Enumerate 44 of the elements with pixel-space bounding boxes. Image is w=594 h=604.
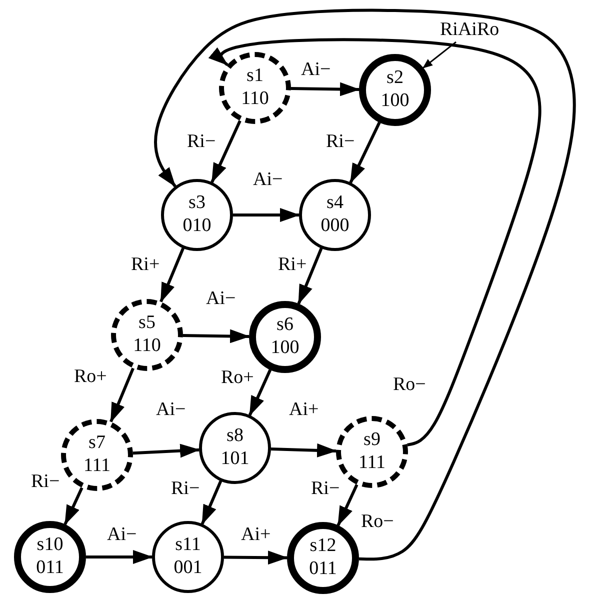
state-name: s9 <box>364 429 380 452</box>
state-code: 110 <box>133 335 161 358</box>
transition-arrow <box>182 329 250 344</box>
state-code: 001 <box>174 557 202 580</box>
transition-arrow <box>290 82 360 96</box>
state-code: 110 <box>241 88 269 111</box>
transition-arrow <box>270 443 338 458</box>
transition-arrow <box>64 487 84 526</box>
state-name: s12 <box>310 535 336 558</box>
transition-arrow <box>224 550 288 565</box>
state-name: s1 <box>246 65 264 88</box>
state-code: 111 <box>358 452 386 475</box>
transition-arrow <box>233 208 300 222</box>
transition-arrow <box>336 484 358 526</box>
state-code: 000 <box>320 215 350 238</box>
state-name: s4 <box>326 192 344 215</box>
transition-arrow <box>297 248 323 305</box>
state-name: s10 <box>36 534 64 557</box>
state-code: 010 <box>182 215 212 238</box>
state-name: s6 <box>276 314 294 337</box>
state-name: s8 <box>226 425 244 448</box>
transition-arrow <box>248 369 272 416</box>
leader-line <box>422 41 457 68</box>
transition-arrow <box>86 550 153 564</box>
transition-arrow <box>349 122 381 184</box>
transition-arrow <box>154 8 576 561</box>
state-code: 100 <box>380 90 410 113</box>
state-code: 101 <box>220 448 250 471</box>
signal-label: RiAiRo <box>440 19 500 40</box>
state-name: s5 <box>138 312 156 335</box>
state-code: 111 <box>83 455 111 478</box>
state-name: s3 <box>188 192 206 215</box>
transition-arrow <box>210 120 242 184</box>
state-name: s11 <box>175 534 201 557</box>
transition-arrow <box>109 368 135 423</box>
state-name: s2 <box>386 67 404 90</box>
transition-arrow <box>132 444 200 458</box>
state-code: 100 <box>270 337 300 360</box>
state-name: s7 <box>88 432 106 455</box>
transition-arrow <box>159 248 185 303</box>
transition-arrow <box>200 480 222 525</box>
state-code: 011 <box>36 557 64 580</box>
transition-arrow <box>208 38 542 446</box>
state-code: 011 <box>309 558 337 581</box>
